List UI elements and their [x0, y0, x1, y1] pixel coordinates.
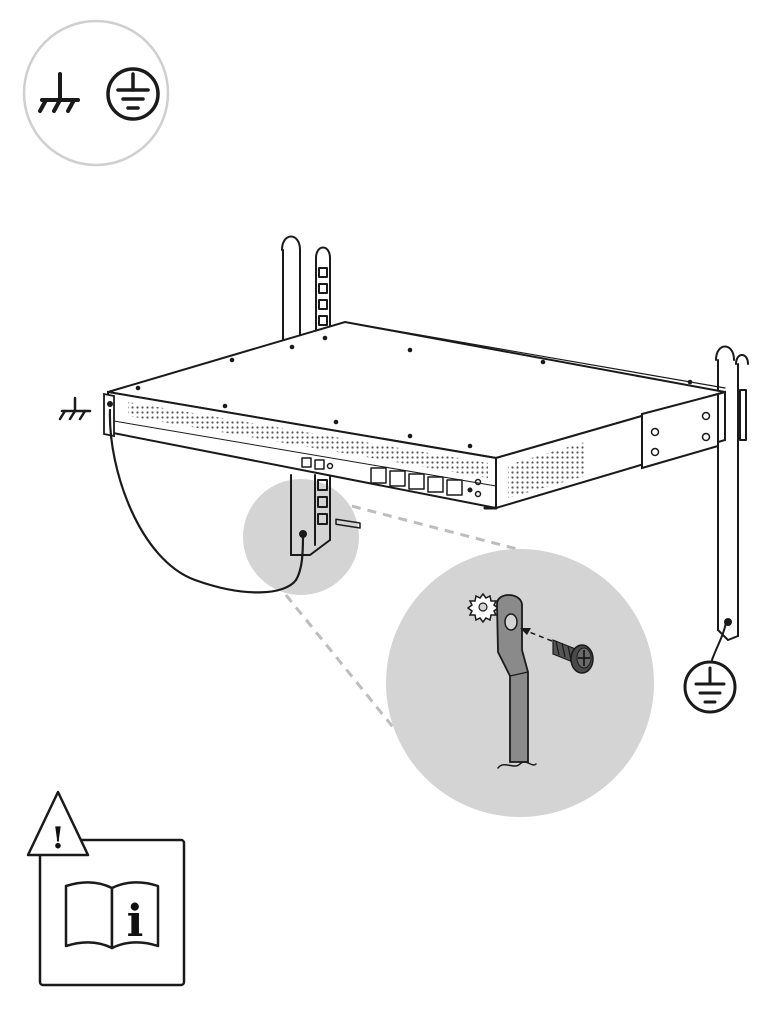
ethernet-port: [408, 473, 425, 490]
toothed-lock-washer: [466, 592, 500, 624]
usb-port: [301, 457, 312, 468]
zoom-guide-lines: [284, 488, 541, 743]
left-front-rack-post: [290, 474, 331, 556]
sd-slot: [335, 518, 361, 529]
protective-earth-icon: [683, 660, 737, 714]
chassis-ground-icon: [38, 72, 80, 113]
side-vent: [508, 442, 585, 498]
ethernet-port: [389, 470, 406, 487]
ground-cable: [108, 408, 305, 594]
ethernet-port: [370, 467, 387, 484]
ground-lug: [496, 594, 537, 769]
chassis-top-screws: [135, 335, 693, 449]
left-rack-post: [281, 235, 331, 341]
ground-symbols-badge: [22, 19, 170, 167]
warning-triangle-icon: !: [26, 790, 90, 857]
phillips-screw: [552, 639, 594, 674]
usb-port: [314, 459, 325, 470]
ethernet-port: [427, 476, 444, 493]
front-vent-band: [128, 402, 488, 478]
chassis-ground-icon: [58, 396, 92, 421]
network-appliance: [103, 320, 726, 529]
information-icon: i: [127, 896, 144, 947]
front-ports: [301, 457, 482, 529]
protective-earth-icon: [106, 67, 160, 121]
insertion-arrow: [520, 628, 553, 642]
read-manual-warning: ! i: [26, 790, 186, 987]
badge-circle: [22, 19, 170, 167]
magnified-detail: [386, 549, 654, 817]
right-mounting-bracket: [641, 392, 719, 470]
ethernet-port: [446, 479, 463, 496]
read-manual-icon: [64, 881, 160, 950]
rack-ground-cable: [711, 621, 727, 661]
warning-mark: !: [51, 821, 64, 856]
